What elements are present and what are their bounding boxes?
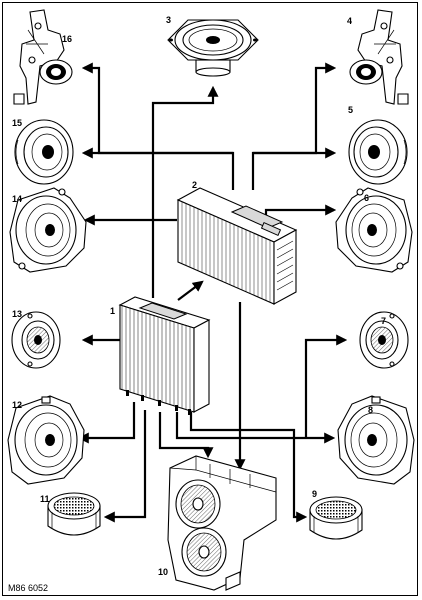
amplifier-2 xyxy=(176,187,298,305)
speaker-15 xyxy=(14,119,74,185)
speaker-3 xyxy=(167,19,259,77)
tweeter-9 xyxy=(309,496,363,540)
line-to-speaker-8 xyxy=(175,412,336,444)
speaker-5 xyxy=(348,119,408,185)
line-to-speaker-7 xyxy=(304,334,348,438)
callout-labels: 1 2 3 4 5 6 7 8 9 10 11 12 13 14 15 16 xyxy=(12,15,386,577)
line-to-tweeter-9 xyxy=(189,412,308,523)
speaker-7 xyxy=(359,311,409,369)
speaker-8 xyxy=(337,395,415,485)
label-6: 6 xyxy=(364,193,369,203)
connection-lines xyxy=(77,62,348,523)
label-1: 1 xyxy=(110,306,115,316)
line-to-tweeter-16 xyxy=(81,62,235,190)
speaker-13 xyxy=(11,311,61,369)
label-3: 3 xyxy=(166,15,171,25)
tweeter-11 xyxy=(47,492,101,536)
diagram-frame xyxy=(2,2,418,596)
speaker-12 xyxy=(7,395,85,485)
speaker-14 xyxy=(9,187,87,273)
reference-code: M86 6052 xyxy=(8,583,49,593)
line-to-tweeter-11 xyxy=(103,410,147,523)
line-amp1-to-subwoofer xyxy=(158,412,214,459)
label-2: 2 xyxy=(192,180,197,190)
label-13: 13 xyxy=(12,309,22,319)
label-10: 10 xyxy=(158,567,168,577)
label-9: 9 xyxy=(312,489,317,499)
label-14: 14 xyxy=(12,194,22,204)
subwoofer-10 xyxy=(167,455,277,591)
label-11: 11 xyxy=(40,494,50,504)
label-7: 7 xyxy=(381,316,386,326)
label-8: 8 xyxy=(368,405,373,415)
speaker-6 xyxy=(335,187,413,273)
line-to-speaker-6 xyxy=(264,204,337,220)
label-16: 16 xyxy=(62,34,72,44)
label-12: 12 xyxy=(12,400,22,410)
label-4: 4 xyxy=(347,16,352,26)
line-to-speaker-12 xyxy=(77,402,136,444)
tweeter-4 xyxy=(349,9,409,105)
label-15: 15 xyxy=(12,118,22,128)
tweeter-16 xyxy=(13,9,73,105)
line-to-tweeter-4 xyxy=(251,62,337,190)
line-to-speaker-3 xyxy=(151,85,219,298)
amplifier-1 xyxy=(118,296,211,415)
label-5: 5 xyxy=(348,105,353,115)
line-amp1-to-amp2 xyxy=(177,280,204,301)
